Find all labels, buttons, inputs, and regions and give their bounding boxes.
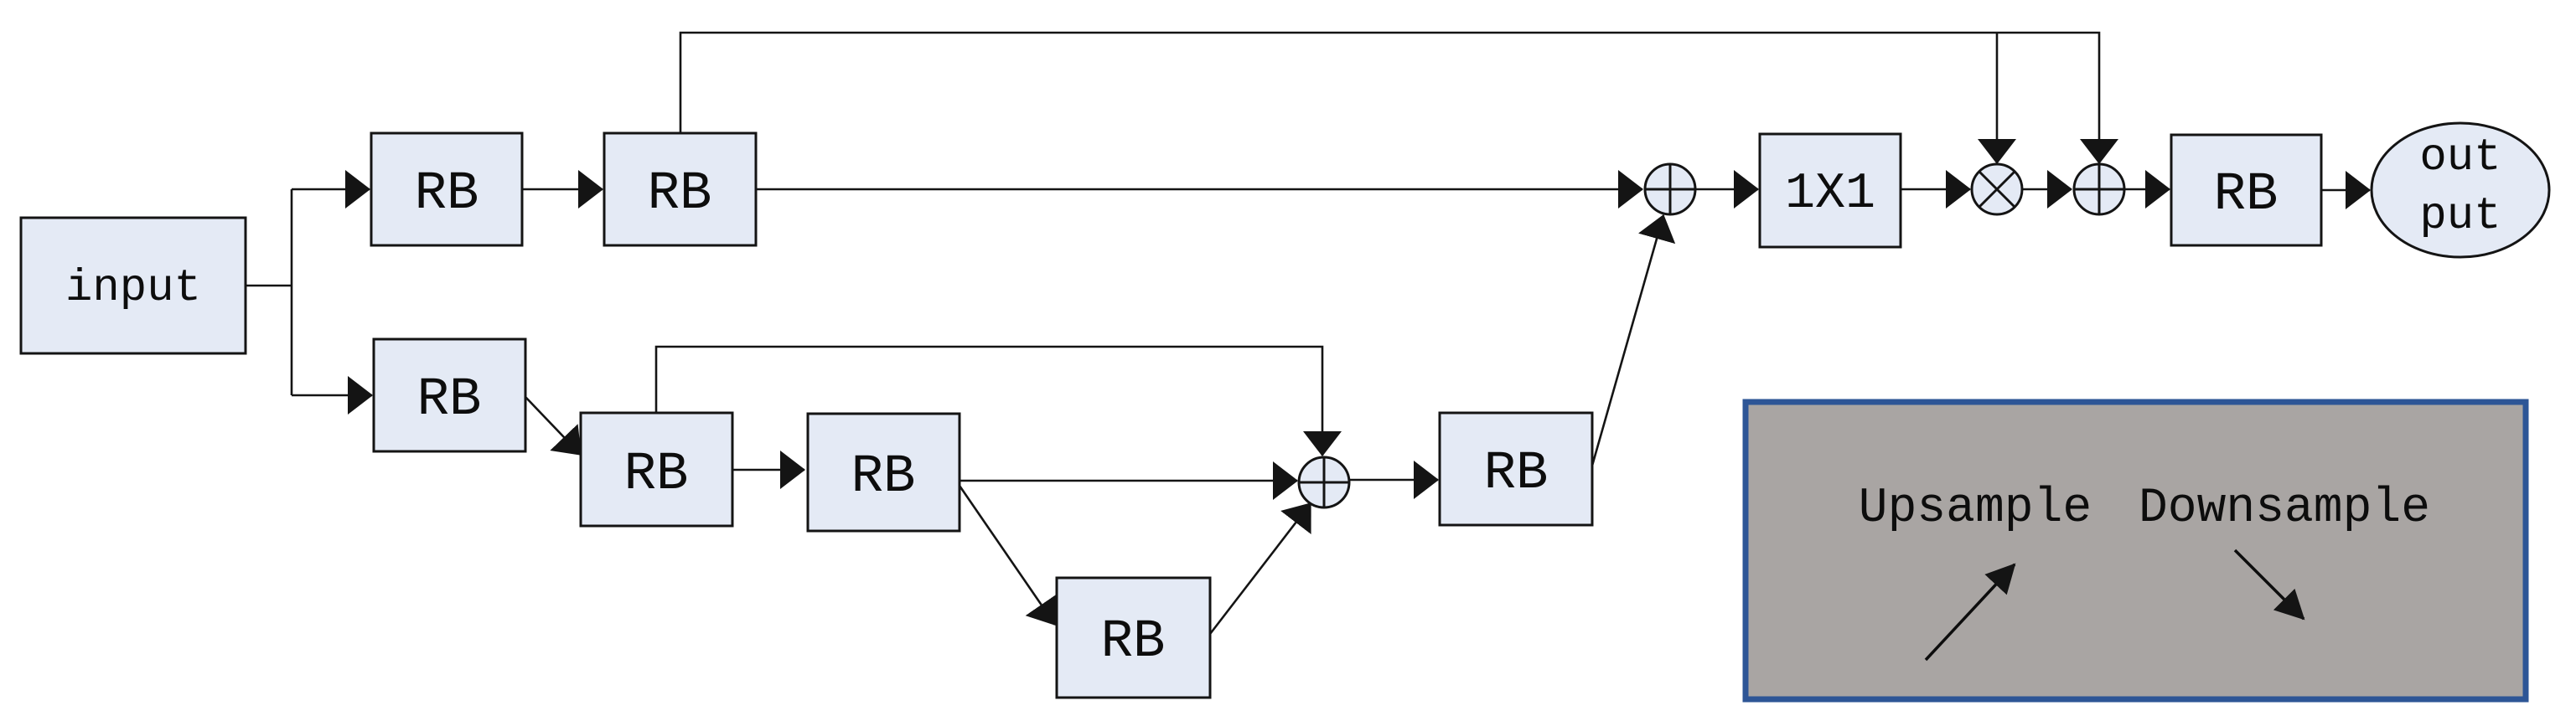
rb-box [372, 337, 527, 453]
node-rb-bottom-1: RB [372, 337, 527, 453]
rb-box [603, 131, 758, 247]
rb-box [2170, 133, 2323, 247]
connector-upsample-rb-bottom-4-to-add-bottom [1208, 502, 1312, 635]
rb-label: RB [2214, 165, 2279, 225]
rb-label: RB [417, 370, 482, 430]
node-input: input [19, 216, 247, 355]
add-operator-bottom [1297, 456, 1351, 509]
multiply-operator [1970, 162, 2024, 216]
rb-label: RB [1484, 444, 1549, 504]
input-box [19, 216, 247, 355]
add-operator-top [1643, 162, 1697, 216]
legend: Upsample Downsample [1742, 399, 2529, 703]
rb-box [1055, 576, 1212, 699]
node-conv-1x1: 1X1 [1758, 132, 1902, 249]
node-rb-top-3: RB [2170, 133, 2323, 247]
connector-upsample-rb-bottom-5-to-add-top [1591, 214, 1676, 466]
plus-glyph [1299, 457, 1349, 507]
plus-glyph [1645, 164, 1695, 214]
node-rb-bottom-3: RB [806, 412, 961, 533]
rb-box [806, 412, 961, 533]
upsample-arrow-icon [1924, 563, 2016, 662]
node-rb-top-2: RB [603, 131, 758, 247]
rb-label: RB [1101, 612, 1166, 672]
rb-label: RB [648, 164, 712, 224]
legend-upsample-label: Upsample [1859, 482, 2092, 536]
conv-1x1-label: 1X1 [1785, 166, 1875, 223]
node-rb-bottom-2: RB [579, 411, 734, 528]
node-rb-top-1: RB [370, 131, 524, 247]
connector-downsample-rb-bottom-3-to-4 [958, 485, 1058, 626]
conv-1x1-box [1758, 132, 1902, 249]
connectors [246, 31, 2371, 635]
rb-box [1438, 411, 1594, 527]
output-label-line2: put [2419, 191, 2501, 242]
add-operator-top-2 [2072, 162, 2126, 216]
rb-label: RB [851, 447, 916, 507]
output-ellipse [2370, 121, 2551, 259]
node-output: out put [2370, 121, 2551, 259]
legend-downsample-label: Downsample [2139, 482, 2430, 536]
downsample-arrow-icon [2233, 549, 2305, 621]
node-rb-bottom-4: RB [1055, 576, 1212, 699]
plus-glyph [2074, 164, 2124, 214]
rb-label: RB [624, 445, 689, 505]
legend-box [1742, 399, 2529, 703]
rb-box [579, 411, 734, 528]
output-label-line1: out [2419, 132, 2501, 183]
node-rb-bottom-5: RB [1438, 411, 1594, 527]
rb-label: RB [415, 164, 479, 224]
input-label: input [65, 263, 201, 314]
rb-box [370, 131, 524, 247]
skip-connection-bottom-to-add-bottom [654, 345, 1342, 456]
times-glyph [1978, 170, 2016, 209]
skip-connection-top-to-add-top-2 [679, 31, 2118, 164]
connector-downsample-rb-bottom-1-to-2 [525, 396, 582, 456]
